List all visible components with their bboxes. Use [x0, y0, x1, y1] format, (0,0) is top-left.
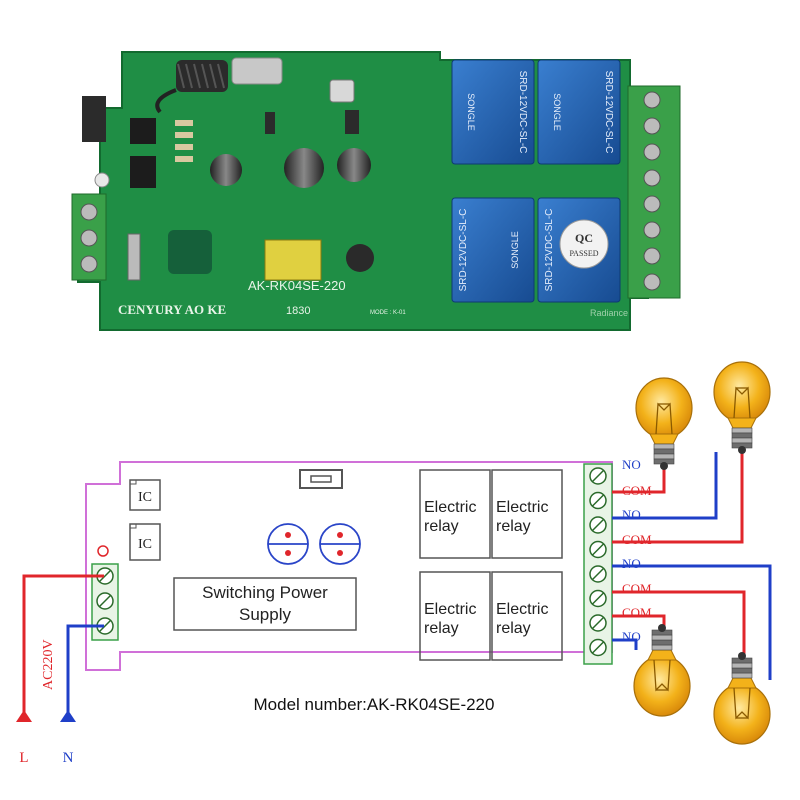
terminal-screw [643, 143, 661, 161]
capacitor [284, 148, 324, 188]
relay-model-text: SRD-12VDC-SL-C [544, 209, 555, 292]
light-bulb [633, 624, 691, 717]
relay-bottom-right: SRD-12VDC-SL-C QC PASSED [537, 197, 621, 303]
relay-model-text: SRD-12VDC-SL-C [603, 71, 614, 154]
output-wire [612, 452, 744, 544]
led [94, 172, 110, 188]
pcb-photo: SRD-12VDC-SL-C SONGLE SRD-12VDC-SL-C SON… [71, 51, 681, 331]
fuse [127, 233, 141, 281]
ic-chip [130, 118, 156, 144]
neutral-arrow [60, 710, 76, 722]
ic-label: IC [138, 490, 152, 505]
output-wire [612, 564, 772, 680]
learning-button [329, 79, 355, 103]
terminal-label: NO [622, 629, 641, 644]
mode-silkscreen: MODE : K-01 [370, 310, 406, 316]
terminal-label: COM [622, 532, 652, 547]
light-bulb [635, 377, 693, 470]
maker-silkscreen: Radiance [590, 308, 628, 318]
relay-brand-text: SONGLE [466, 93, 476, 131]
qc-sticker [559, 219, 609, 269]
qc-sticker-top: QC [575, 231, 593, 245]
led-symbol [97, 545, 109, 557]
terminal-screw [643, 195, 661, 213]
light-bulb [713, 361, 771, 454]
relay-model-text: SRD-12VDC-SL-C [458, 209, 469, 292]
light-bulb [713, 652, 771, 745]
terminal-screw [643, 117, 661, 135]
capacitor-symbol [267, 523, 309, 565]
model-number-caption: Model number:AK-RK04SE-220 [254, 695, 495, 714]
switching-power-supply-box [173, 577, 357, 631]
relay-brand-text: SONGLE [510, 231, 520, 269]
header-pins [82, 96, 106, 142]
neutral-wire [66, 624, 104, 720]
capacitor-symbol [319, 523, 361, 565]
output-wire [612, 452, 718, 520]
terminal-label: NO [622, 556, 641, 571]
date-code: 1830 [286, 305, 310, 317]
line-arrow [16, 710, 32, 722]
terminal-screw [643, 273, 661, 291]
capacitor [337, 148, 371, 182]
ic-box: IC [129, 523, 161, 561]
crystal-oscillator [231, 57, 283, 85]
relay-bottom-left: SRD-12VDC-SL-C SONGLE [451, 197, 535, 303]
antenna-coil [155, 60, 228, 114]
relay-top-right: SRD-12VDC-SL-C SONGLE [537, 59, 621, 165]
capacitor [210, 154, 242, 186]
terminal-screw [643, 247, 661, 265]
terminal-label: NO [622, 507, 641, 522]
output-wire [612, 638, 638, 650]
line-label: L [19, 750, 28, 766]
neutral-label: N [63, 750, 74, 766]
terminal-label: COM [622, 581, 652, 596]
ic-chip [130, 156, 156, 188]
model-silkscreen: AK-RK04SE-220 [248, 278, 346, 293]
relay-model-text: SRD-12VDC-SL-C [517, 71, 528, 154]
brand-silkscreen: CENYURY AO KE [118, 302, 226, 317]
terminal-screw [643, 221, 661, 239]
ic-label: IC [138, 537, 152, 552]
output-wire [612, 590, 746, 680]
relay-top-left: SRD-12VDC-SL-C SONGLE [451, 59, 535, 165]
terminal-screw [643, 169, 661, 187]
relay-brand-text: SONGLE [552, 93, 562, 131]
ic-box: IC [129, 479, 161, 511]
input-voltage-label: AC220V [41, 639, 56, 690]
terminal-label: NO [622, 457, 641, 472]
terminal-screw [643, 91, 661, 109]
transformer [264, 239, 322, 281]
line-wire [22, 574, 104, 720]
button-symbol [299, 469, 343, 489]
qc-sticker-bottom: PASSED [569, 249, 598, 258]
power-module [168, 230, 212, 274]
board-outline [85, 461, 613, 671]
terminal-label: COM [622, 605, 652, 620]
